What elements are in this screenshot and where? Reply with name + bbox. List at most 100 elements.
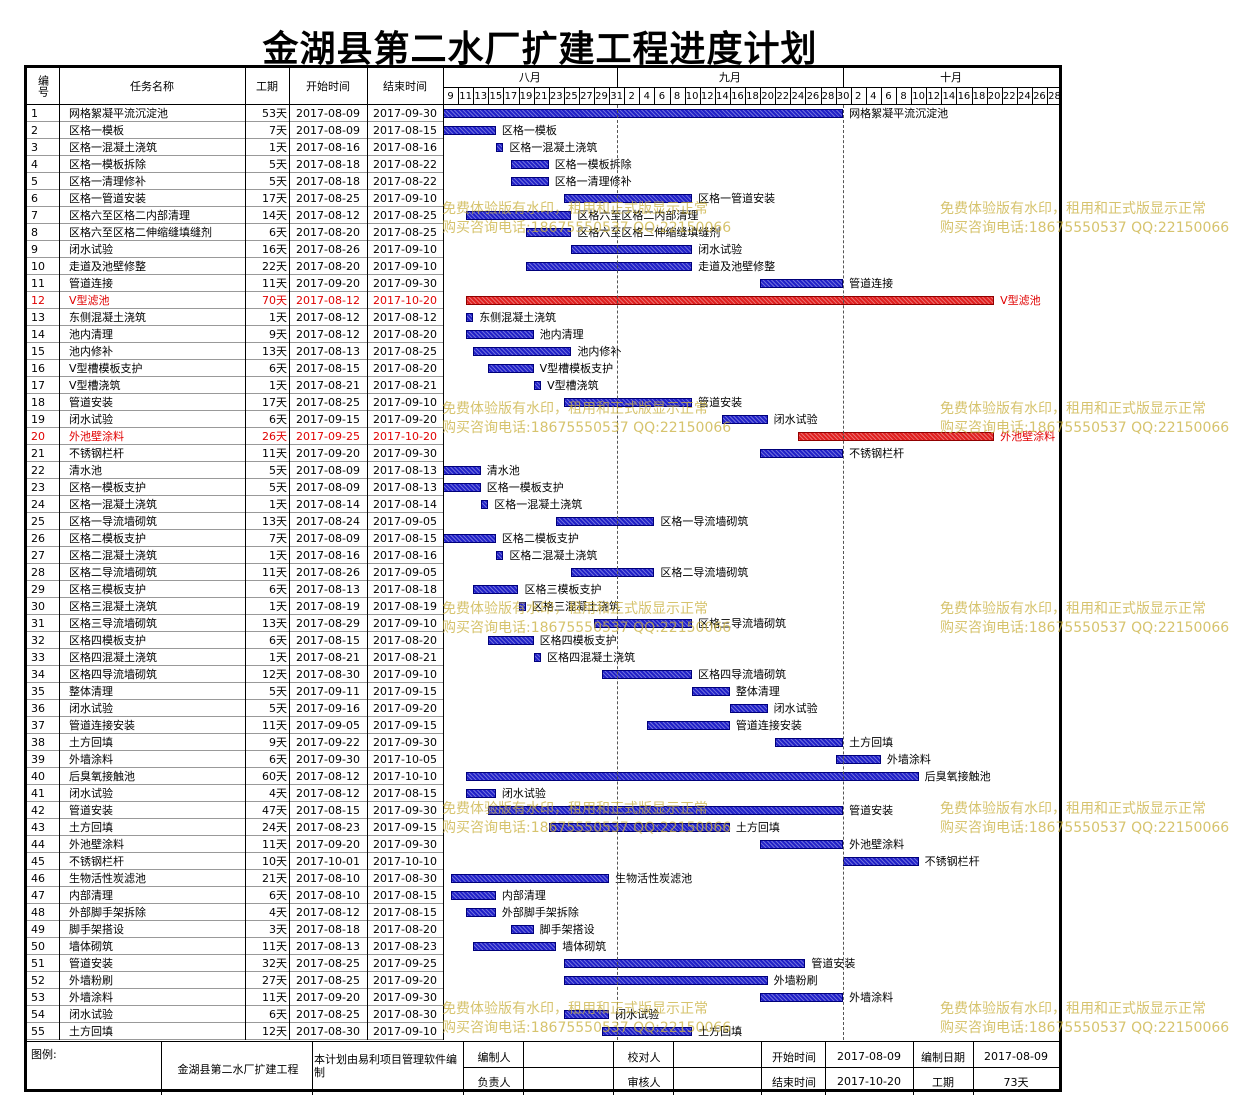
bar-label: 区格一混凝土浇筑 — [509, 141, 598, 154]
bar-label: 闭水试验 — [615, 1008, 660, 1021]
task-start: 2017-09-05 — [296, 719, 360, 732]
bar-label: V型槽模板支护 — [539, 362, 614, 375]
task-id: 51 — [31, 957, 45, 970]
task-end: 2017-08-16 — [373, 141, 437, 154]
gantt-bar — [601, 1027, 693, 1036]
day-tick-label: 4 — [643, 91, 651, 102]
task-duration: 7天 — [269, 532, 287, 545]
task-start: 2017-08-18 — [296, 923, 360, 936]
footer-column-line — [312, 1041, 313, 1095]
task-start: 2017-08-26 — [296, 243, 360, 256]
task-id: 37 — [31, 719, 45, 732]
task-end: 2017-08-13 — [373, 464, 437, 477]
day-tick-line — [518, 88, 520, 104]
task-duration: 6天 — [269, 583, 287, 596]
day-tick-line — [669, 88, 671, 104]
row-line — [27, 614, 443, 615]
task-end: 2017-09-10 — [373, 396, 437, 409]
row-line — [27, 427, 443, 428]
task-start: 2017-08-29 — [296, 617, 360, 630]
task-start: 2017-08-30 — [296, 668, 360, 681]
task-start: 2017-08-10 — [296, 872, 360, 885]
task-id: 55 — [31, 1025, 45, 1038]
row-line — [27, 223, 443, 224]
task-id: 53 — [31, 991, 45, 1004]
col-header-end: 结束时间 — [383, 80, 427, 93]
task-name: 外墙涂料 — [69, 991, 113, 1004]
bar-label: V型滤池 — [1000, 294, 1041, 307]
task-name: 区格一模板支护 — [69, 481, 146, 494]
day-tick-line — [563, 88, 565, 104]
task-id: 44 — [31, 838, 45, 851]
bar-label: 土方回填 — [698, 1025, 743, 1038]
task-duration: 12天 — [262, 1025, 287, 1038]
day-tick-label: 19 — [519, 91, 533, 102]
gantt-bar — [646, 721, 730, 730]
day-tick-label: 16 — [731, 91, 744, 102]
row-line — [27, 784, 443, 785]
gantt-bar — [465, 330, 534, 339]
task-start: 2017-08-18 — [296, 175, 360, 188]
footer-column-line — [673, 1041, 674, 1095]
task-end: 2017-08-12 — [373, 311, 437, 324]
day-tick-line — [714, 88, 716, 104]
row-line — [27, 342, 443, 343]
bar-label: 区格一管道安装 — [698, 192, 776, 205]
bar-label: 外墙涂料 — [886, 753, 931, 766]
row-line — [27, 189, 443, 190]
bar-label: 区格四混凝土浇筑 — [547, 651, 636, 664]
month-divider — [843, 68, 845, 88]
row-line — [27, 410, 443, 411]
bar-label: 管道安装 — [849, 804, 894, 817]
task-id: 17 — [31, 379, 45, 392]
task-id: 22 — [31, 464, 45, 477]
task-start: 2017-08-12 — [296, 770, 360, 783]
day-tick-line — [760, 88, 762, 104]
day-tick-label: 2 — [628, 91, 635, 102]
day-tick-label: 26 — [806, 91, 820, 102]
column-line — [367, 68, 368, 1040]
task-end: 2017-09-30 — [373, 991, 437, 1004]
day-tick-line — [533, 88, 535, 104]
gantt-bar — [843, 857, 919, 866]
task-end: 2017-08-23 — [373, 940, 437, 953]
task-duration: 11天 — [262, 566, 287, 579]
task-name: 区格二模板支护 — [69, 532, 146, 545]
task-start: 2017-08-30 — [296, 1025, 360, 1038]
task-start: 2017-08-16 — [296, 141, 360, 154]
task-id: 24 — [31, 498, 45, 511]
bar-label: 外池壁涂料 — [849, 838, 905, 851]
day-tick-label: 22 — [776, 91, 790, 102]
task-duration: 16天 — [262, 243, 287, 256]
task-id: 7 — [31, 209, 38, 222]
row-line — [27, 308, 443, 309]
day-tick-line — [1031, 88, 1033, 104]
row-line — [27, 512, 443, 513]
row-line — [27, 478, 443, 479]
task-id: 52 — [31, 974, 45, 987]
task-duration: 3天 — [269, 923, 287, 936]
row-line — [27, 291, 443, 292]
row-line — [27, 325, 443, 326]
task-id: 23 — [31, 481, 45, 494]
task-id: 36 — [31, 702, 45, 715]
task-id: 41 — [31, 787, 45, 800]
col-header-id-label: 编号 — [36, 75, 50, 97]
task-end: 2017-08-20 — [373, 923, 437, 936]
day-tick-label: 12 — [927, 91, 941, 102]
day-tick-label: 25 — [564, 91, 578, 102]
task-id: 29 — [31, 583, 45, 596]
task-name: V型槽模板支护 — [69, 362, 143, 375]
task-name: 墙体砌筑 — [69, 940, 113, 953]
bar-label: 墙体砌筑 — [562, 940, 607, 953]
task-name: 区格一模板拆除 — [69, 158, 146, 171]
